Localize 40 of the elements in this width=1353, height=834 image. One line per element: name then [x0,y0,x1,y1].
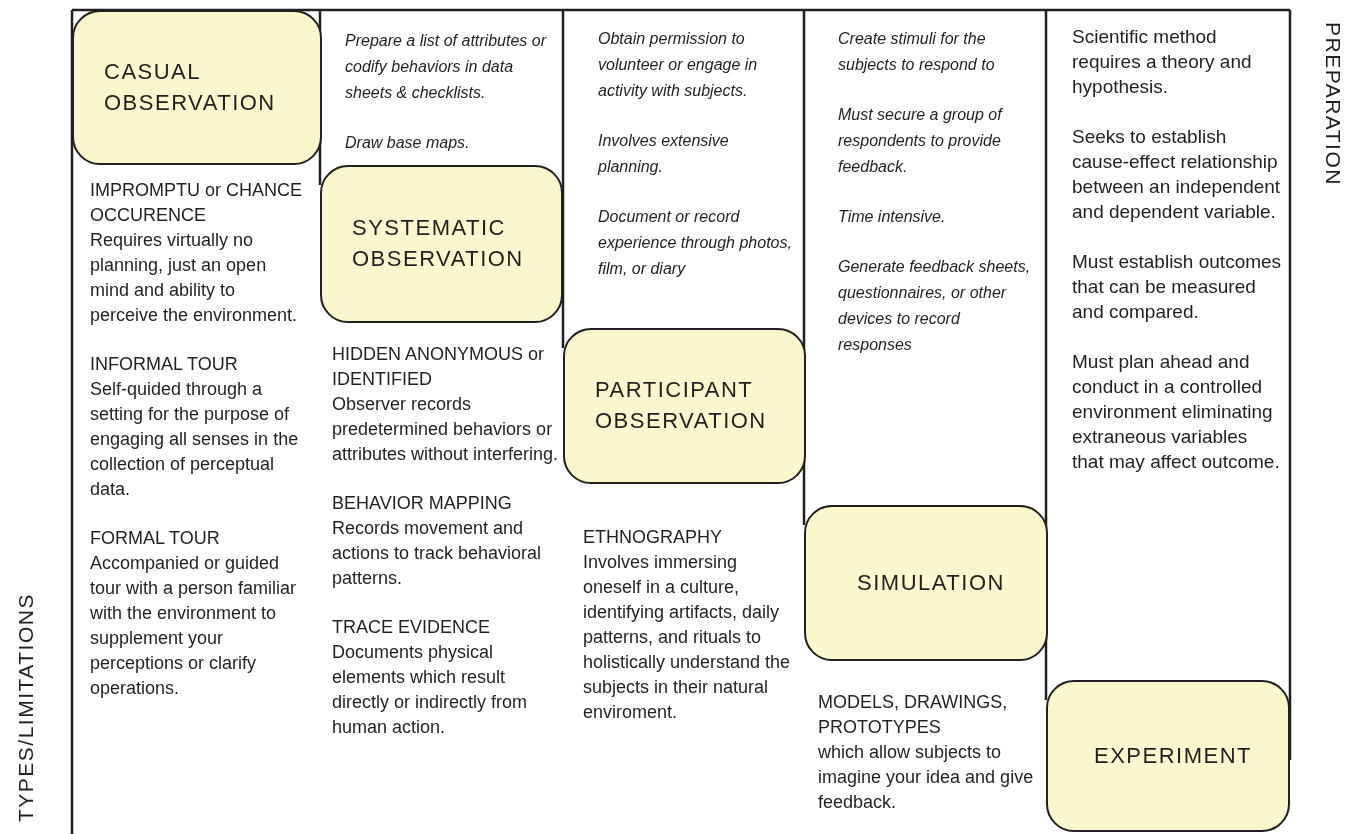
type-heading: INFORMAL TOUR [90,353,239,376]
type-heading: TRACE EVIDENCE [332,616,492,639]
method-title: EXPERIMENT [1094,741,1252,770]
type-description: Observer records predetermined behaviors or attributes without interfering. [332,393,560,466]
type-description: Records movement and actions to track behavioral patterns. [332,517,543,590]
type-heading: IMPROMPTU or CHANCE OCCURENCE [90,179,303,227]
type-heading: ETHNOGRAPHY [583,526,724,549]
preparation-note: Involves extensive planning. [598,131,730,177]
preparation-note: Document or record experience through photos, film, or diary [598,207,793,279]
preparation-note: Draw base maps. [345,133,471,153]
type-description: which allow subjects to imagine your idea and give feedback. [818,741,1035,814]
preparation-note: Seeks to establish cause-effect relationship between an independent and dependent variable. [1072,125,1282,224]
axis-label: PREPARATION [1321,22,1345,186]
method-box [320,165,563,323]
type-description: Self-quided through a setting for the purpose of engaging all senses in the collection of perceptual data. [90,378,300,501]
preparation-note: Generate feedback sheets, questionnaires, or other devices to record responses [838,257,1032,355]
type-heading: FORMAL TOUR [90,527,221,550]
type-heading: BEHAVIOR MAPPING [332,492,513,515]
preparation-note: Scientific method requires a theory and hypothesis. [1072,25,1253,99]
type-description: Requires virtually no planning, just an open mind and ability to perceive the environment. [90,229,299,327]
preparation-note: Create stimuli for the subjects to respond to [838,29,996,75]
method-box [804,505,1048,661]
preparation-note: Must plan ahead and conduct in a controlled environment eliminating extraneous variables that may affect outcome. [1072,350,1281,474]
method-title: PARTICIPANT OBSERVATION [595,376,768,435]
method-box [72,10,322,165]
method-title: CASUAL OBSERVATION [104,57,277,117]
method-box [1046,680,1290,832]
preparation-note: Must secure a group of respondents to provide feedback. [838,105,1004,177]
preparation-note: Must establish outcomes that can be measured and compared. [1072,250,1282,324]
method-box [563,328,806,484]
preparation-note: Obtain permission to volunteer or engage in activity with subjects. [598,29,759,101]
preparation-note: Prepare a list of attributes or codify behaviors in data sheets & checklists. [345,31,548,103]
axis-label: TYPES/LIMITATIONS [14,593,38,822]
method-title: SIMULATION [857,568,1005,597]
type-description: Accompanied or guided tour with a person familiar with the environment to supplement your perceptions or clarify operations. [90,552,298,700]
type-description: Involves immersing oneself in a culture, identifying artifacts, daily patterns, and rituals to holistically understand the subjects in their natural enviroment. [583,551,792,724]
preparation-note: Time intensive. [838,207,947,227]
type-description: Documents physical elements which result directly or indirectly from human action. [332,641,529,739]
method-title: SYSTEMATIC OBSERVATION [352,214,525,273]
type-heading: HIDDEN ANONYMOUS or IDENTIFIED [332,343,546,391]
